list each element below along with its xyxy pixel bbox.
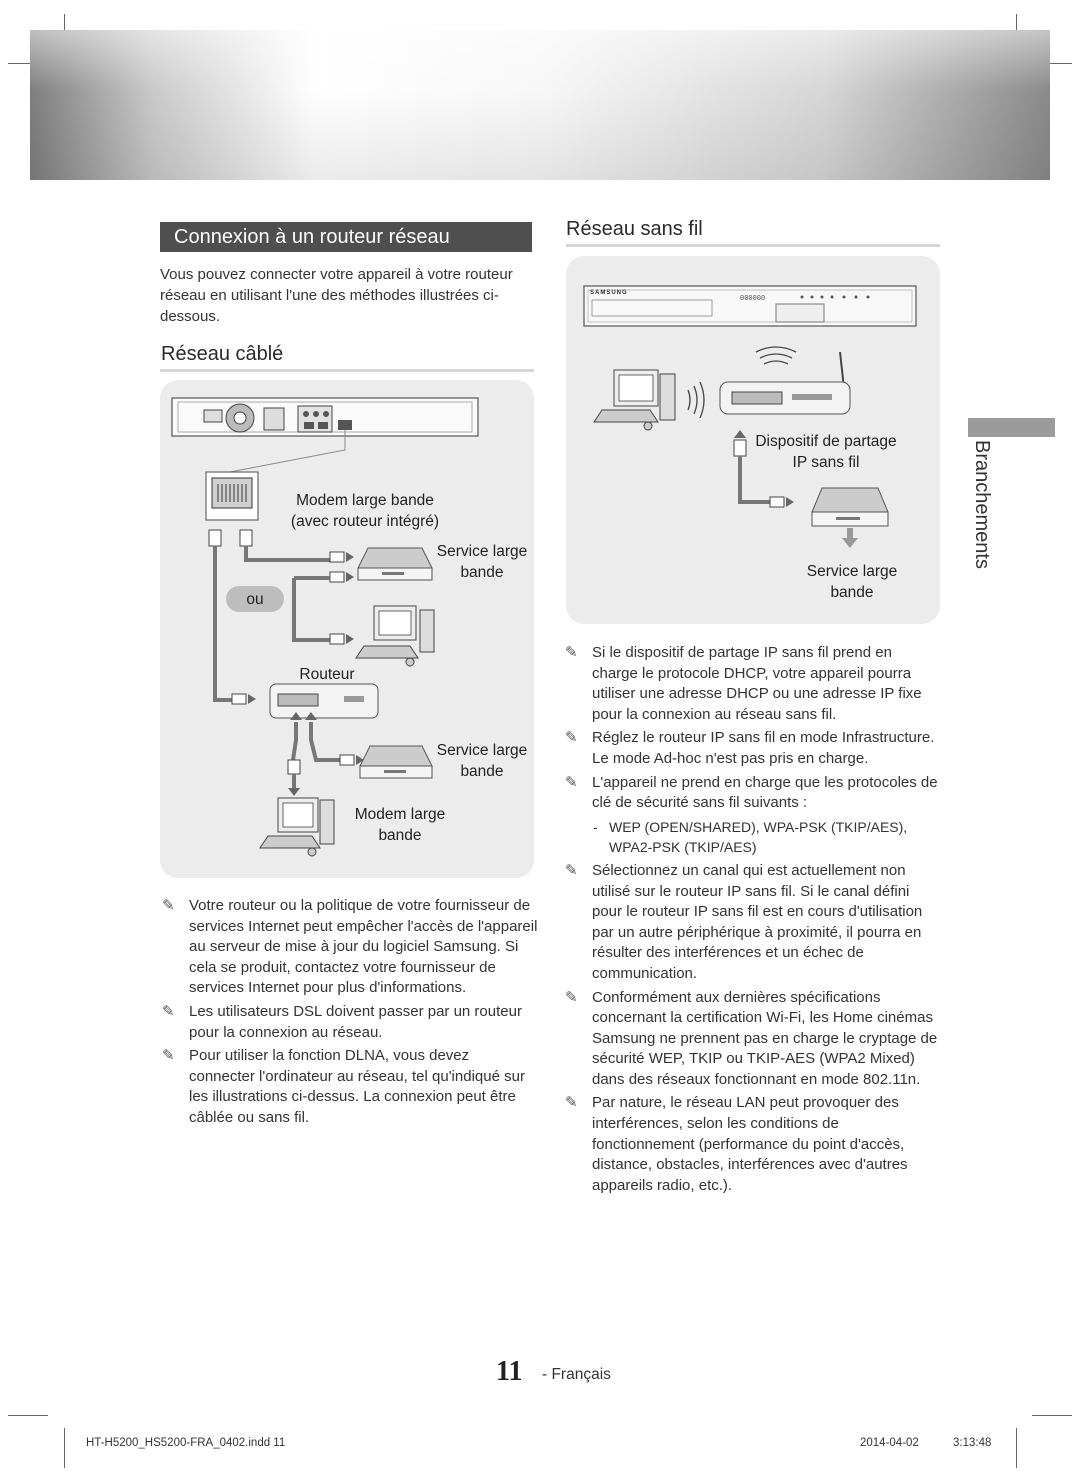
- crop-mark: [1032, 1415, 1072, 1416]
- security-protocols: -WEP (OPEN/SHARED), WPA-PSK (TKIP/AES), …: [593, 818, 908, 856]
- svg-text:000000: 000000: [740, 295, 765, 303]
- ethernet-plug-icon: [208, 529, 253, 547]
- note-item: ✎Si le dispositif de partage IP sans fil…: [565, 644, 922, 723]
- side-tab-label: Branchements: [971, 440, 993, 569]
- ethernet-plug-icon: [329, 551, 354, 583]
- ethernet-plug-icon: [733, 439, 747, 457]
- note-item: ✎Votre routeur ou la politique de votre …: [162, 897, 538, 997]
- ethernet-plug-icon: [339, 754, 364, 766]
- broadband-modem-icon: [357, 547, 433, 581]
- left-notes: ✎Votre routeur ou la politique de votre …: [160, 896, 538, 1132]
- heading-rule: [160, 369, 534, 372]
- wireless-heading: Réseau sans fil: [566, 218, 703, 240]
- crop-mark: [8, 1415, 48, 1416]
- slug-date: 2014-04-02: [860, 1437, 919, 1449]
- note-item: ✎L'appareil ne prend en charge que les p…: [565, 773, 938, 812]
- pencil-icon: ✎: [565, 988, 578, 1006]
- slug-time: 3:13:48: [953, 1437, 992, 1449]
- device-rear-panel: [171, 397, 479, 437]
- label-ip-sharer: Dispositif de partage IP sans fil: [755, 433, 897, 471]
- page-language: - Français: [542, 1366, 611, 1383]
- label-router: Routeur: [299, 666, 355, 683]
- crop-mark: [8, 63, 48, 64]
- wired-heading: Réseau câblé: [161, 343, 284, 365]
- computer-icon: [259, 797, 335, 857]
- label-modem-router: Modem large bande (avec routeur intégré): [290, 492, 440, 530]
- label-wireless-service: Service large bande: [806, 563, 898, 601]
- crop-mark: [64, 1428, 65, 1468]
- pencil-icon: ✎: [162, 1002, 175, 1020]
- note-item: ✎Pour utiliser la fonction DLNA, vous de…: [162, 1047, 525, 1126]
- note-item: ✎Réglez le routeur IP sans fil en mode I…: [565, 729, 935, 767]
- wireless-diagram: 000000: [583, 285, 917, 548]
- heading-rule: [566, 244, 940, 247]
- intro-text: Vous pouvez connecter votre appareil à v…: [160, 266, 513, 325]
- pencil-icon: ✎: [565, 644, 578, 661]
- broadband-modem-icon: [811, 487, 889, 527]
- label-ou: ou: [246, 591, 264, 608]
- header-band: [30, 30, 1050, 180]
- pencil-icon: ✎: [565, 1094, 578, 1112]
- computer-icon: [355, 605, 435, 667]
- note-item: ✎Les utilisateurs DSL doivent passer par…: [162, 1002, 522, 1041]
- wired-diagram-panel: Modem large bande (avec routeur intégré)…: [160, 380, 534, 878]
- ethernet-plug-icon: [329, 633, 354, 645]
- page-number: 11: [496, 1356, 523, 1387]
- device-brand-logo: SAMSUNG: [590, 290, 628, 296]
- crop-mark: [1032, 63, 1072, 64]
- broadband-modem-icon: [359, 745, 433, 779]
- slug-file: HT-H5200_HS5200-FRA_0402.indd 11: [86, 1437, 286, 1449]
- ethernet-plug-icon: [231, 693, 256, 705]
- pencil-icon: ✎: [162, 897, 175, 914]
- pencil-icon: ✎: [565, 861, 578, 879]
- right-notes: ✎Si le dispositif de partage IP sans fil…: [563, 643, 941, 1199]
- label-service-1: Service large bande: [436, 543, 528, 581]
- wifi-waves-icon: [687, 346, 797, 419]
- router-icon: [269, 683, 379, 719]
- device-front-panel: 000000: [583, 285, 917, 327]
- pencil-icon: ✎: [565, 729, 578, 747]
- label-service-2: Service large bande: [436, 742, 528, 780]
- wireless-router-icon: [719, 351, 851, 415]
- section-title: Connexion à un routeur réseau: [160, 222, 532, 252]
- note-item: ✎Sélectionnez un canal qui est actuellem…: [565, 861, 923, 982]
- wired-diagram: [171, 397, 479, 857]
- label-modem: Modem large bande: [354, 806, 446, 844]
- ethernet-plug-icon: [769, 496, 794, 508]
- wireless-diagram-panel: 000000: [566, 256, 940, 624]
- note-item: ✎Par nature, le réseau LAN peut provoque…: [565, 1094, 908, 1194]
- side-tab: [968, 418, 1055, 437]
- computer-icon: [593, 369, 676, 431]
- crop-mark: [1016, 1428, 1017, 1468]
- pencil-icon: ✎: [565, 773, 578, 791]
- pencil-icon: ✎: [162, 1047, 175, 1065]
- note-item: ✎Conformément aux dernières spécificatio…: [565, 988, 938, 1088]
